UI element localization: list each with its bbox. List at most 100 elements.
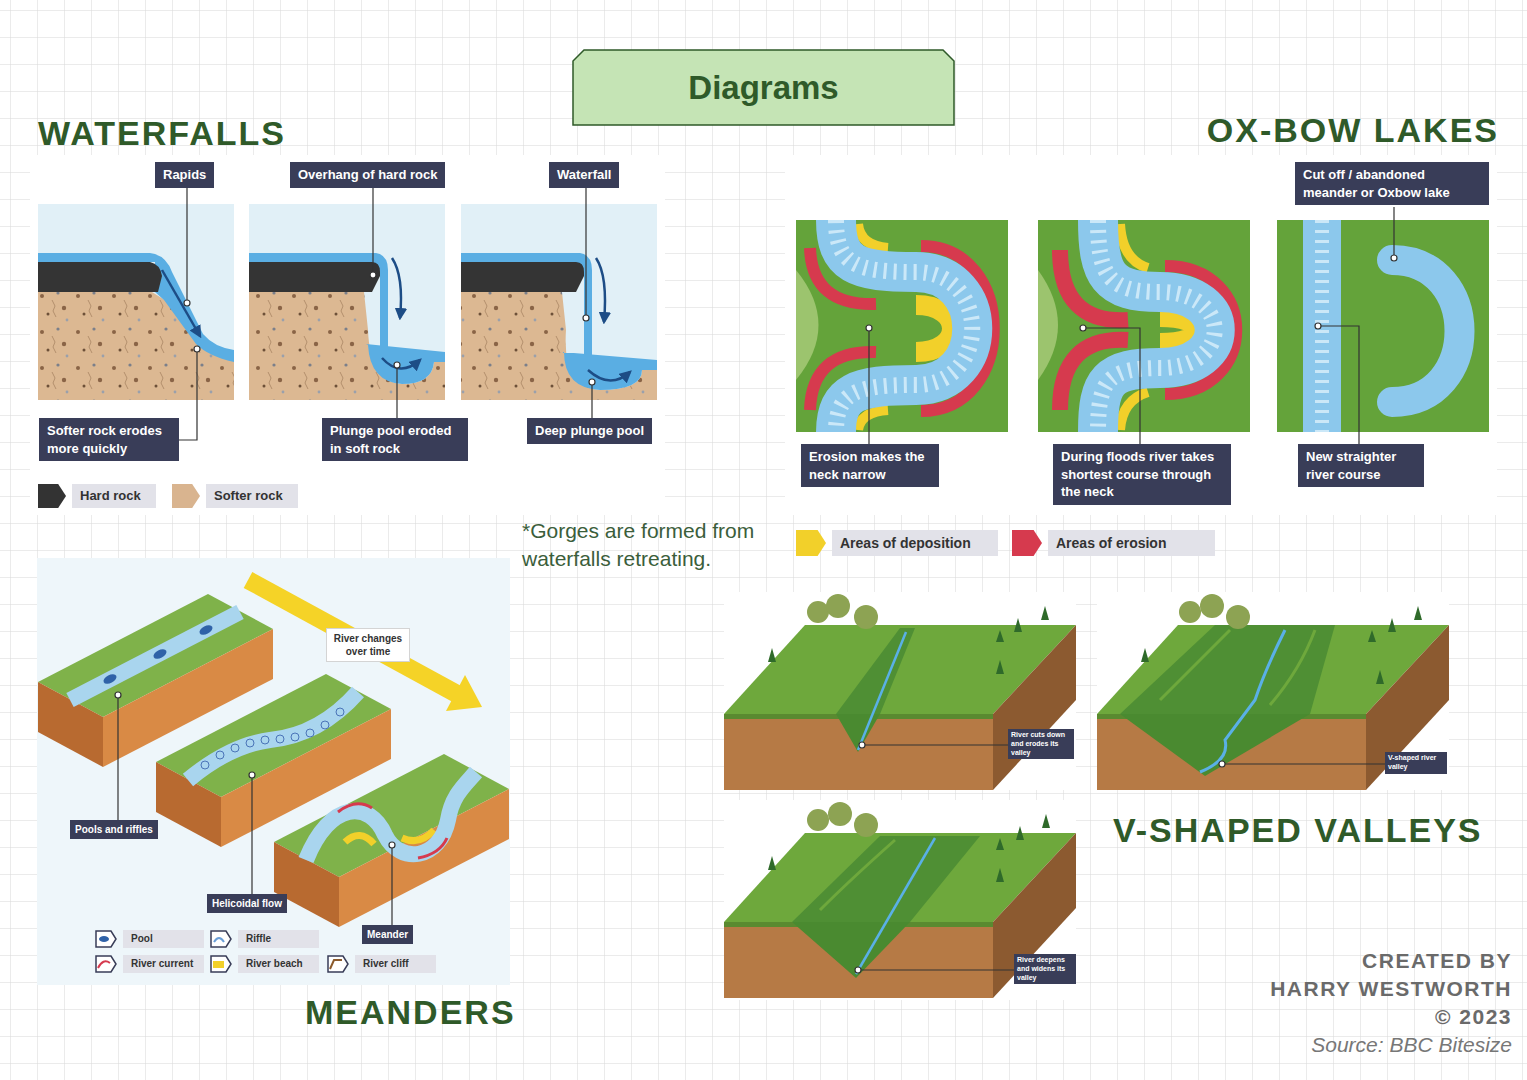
waterfall-stage-1 [38, 204, 234, 400]
credit: HARRY WESTWORTH [1270, 978, 1512, 999]
section-heading: V-SHAPED VALLEYS [1113, 813, 1483, 847]
leader-dot [1219, 761, 1225, 767]
leader-line [591, 385, 592, 418]
river-block-2 [276, 735, 284, 743]
waterfall-stage-1 [38, 253, 234, 362]
callout-text: Deep plunge pool [535, 422, 644, 440]
oxbow-stage-1 [796, 220, 1008, 432]
river-block-3 [274, 754, 509, 927]
callout-box: Meander [362, 925, 413, 944]
callout-text: New straighter river course [1306, 448, 1416, 483]
leader-line [1086, 328, 1140, 444]
callout-text: River deepens and widens its valley [1017, 956, 1073, 982]
callout-box: Pools and riffles [70, 820, 158, 839]
credit: CREATED BY [1362, 950, 1512, 971]
river-block-1 [70, 612, 240, 700]
legend-item: River cliff [327, 955, 436, 973]
river-block-2 [231, 744, 239, 752]
river-block-1 [102, 672, 118, 685]
page-ground [785, 155, 1497, 515]
leader-dot [370, 272, 376, 278]
page-ground [37, 558, 510, 985]
page-ground [724, 592, 1076, 790]
waterfall-stage-2 [249, 262, 381, 292]
legend-icon [330, 960, 342, 969]
waterfall-stage-3 [461, 262, 585, 292]
valley-stage-2 [1179, 601, 1201, 623]
callout-box: River cuts down and erodes its valley [1008, 729, 1074, 759]
leader-dot [589, 379, 595, 385]
page-ground [30, 155, 665, 515]
legend-item: Areas of deposition [796, 530, 998, 556]
leader-dot [389, 842, 395, 848]
oxbow-stage-2 [1038, 220, 1250, 432]
valley-stage-2 [1200, 630, 1285, 772]
oxbow-stage-2 [1098, 220, 1215, 432]
leader-dot [394, 362, 400, 368]
legend-icon [98, 961, 110, 968]
river-block-2 [261, 736, 269, 744]
leader-line [1225, 763, 1385, 764]
waterfall-stage-2 [249, 204, 445, 400]
callout-text: Helicoidal flow [212, 897, 282, 910]
leader-line [861, 969, 1014, 970]
oxbow-stage-1 [796, 270, 819, 380]
valley-stage-3 [996, 868, 1004, 882]
callout-text: Softer rock erodes more quickly [47, 422, 171, 457]
callout-box: Plunge pool eroded in soft rock [322, 418, 468, 461]
waterfall-stage-3 [588, 370, 630, 381]
callout-box: Overhang of hard rock [290, 162, 445, 188]
legend-icon [210, 930, 232, 948]
valley-stage-1 [993, 625, 1076, 790]
waterfall-stage-1 [38, 262, 162, 292]
legend-item: Pool [95, 930, 204, 948]
legend-item: Hard rock [38, 484, 156, 508]
river-block-3 [402, 830, 434, 841]
legend-text: River beach [238, 955, 319, 973]
leader-line [865, 744, 1008, 745]
waterfall-stage-3 [596, 258, 605, 322]
oxbow-stage-2 [1160, 318, 1196, 342]
oxbow-stage-2 [1038, 220, 1250, 432]
river-change-arrow [248, 580, 482, 711]
river-block-3 [338, 804, 372, 812]
waterfall-stage-2 [249, 204, 445, 400]
callout-box: Helicoidal flow [207, 894, 287, 913]
river-block-3 [345, 835, 374, 844]
leader-dot [184, 300, 190, 306]
page-ground [1097, 592, 1449, 790]
callout-box: Deep plunge pool [527, 418, 652, 444]
callout-box: Rapids [155, 162, 214, 188]
leader-dot [855, 967, 861, 973]
leader-dot [249, 772, 255, 778]
valley-stage-3 [854, 813, 878, 837]
legend-icon [96, 956, 116, 972]
legend-swatch [38, 484, 66, 508]
legend-item: Riffle [210, 930, 319, 948]
valley-stage-2 [1141, 648, 1149, 662]
valley-stage-3 [996, 838, 1004, 850]
valley-stage-2 [1388, 618, 1396, 632]
callout-text: Overhang of hard rock [298, 166, 437, 184]
legend-item: Areas of erosion [1012, 530, 1215, 556]
valley-stage-1 [1014, 618, 1022, 632]
source: Source: BBC Bitesize [1311, 1034, 1512, 1055]
legend-swatch [796, 530, 826, 556]
leader-line [118, 185, 1394, 970]
callout-box: Softer rock erodes more quickly [39, 418, 179, 461]
callout-text: Waterfall [557, 166, 611, 184]
valley-stage-1 [858, 632, 906, 750]
leader-line [251, 778, 252, 894]
valley-stage-2 [1200, 594, 1224, 618]
callout-box: Waterfall [549, 162, 619, 188]
callout-box: New straighter river course [1298, 444, 1424, 487]
leader-line [585, 185, 586, 315]
waterfall-stage-3 [461, 204, 657, 400]
waterfall-stage-2 [249, 292, 445, 400]
oxbow-stage-1 [796, 220, 1008, 432]
river-block-2 [246, 739, 254, 747]
oxbow-stage-2 [1038, 270, 1058, 380]
